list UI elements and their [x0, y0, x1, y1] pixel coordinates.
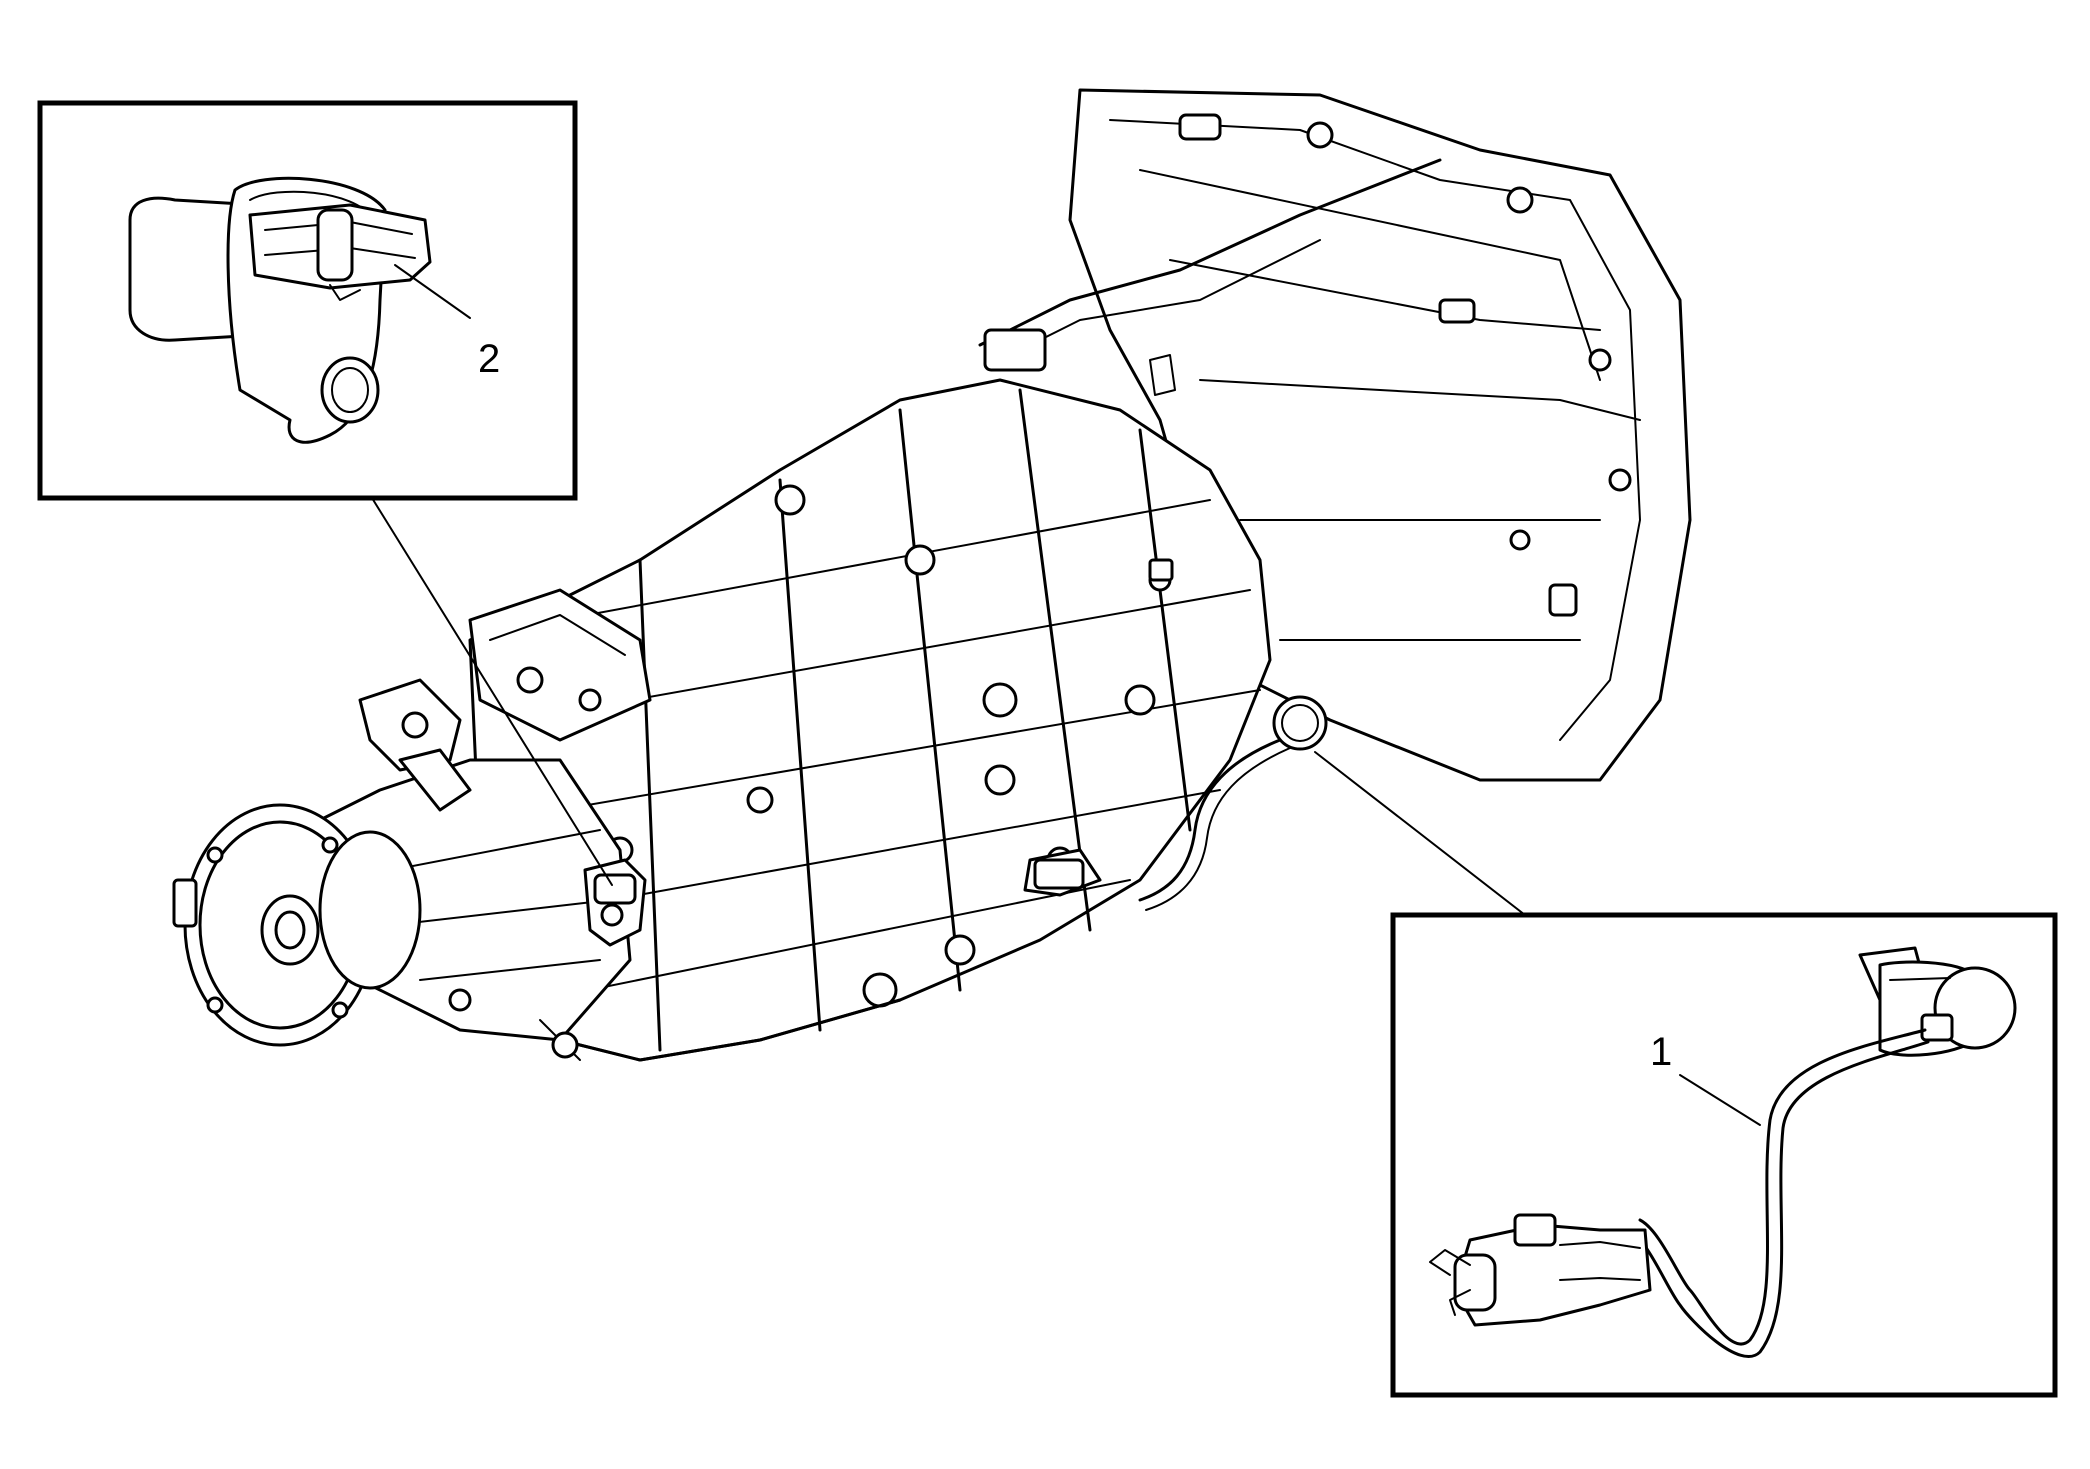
inset-frame-1	[1390, 912, 2058, 1398]
inset-sensor-2: 2	[37, 100, 613, 886]
leader-1	[1679, 1074, 1761, 1126]
sensor-2-detail	[128, 176, 432, 444]
inset-1-pointer	[1314, 751, 1526, 916]
sensor-1-detail	[1429, 946, 2017, 1358]
inset-sensor-1: 1	[1314, 751, 2058, 1398]
callout-label-2: 2	[478, 337, 500, 381]
sensor-2-installed	[583, 858, 647, 947]
sensor-1-installed	[1023, 558, 1328, 911]
inset-frame-2	[37, 100, 578, 501]
inset-2-pointer	[371, 497, 613, 886]
callout-label-1: 1	[1650, 1030, 1672, 1074]
transmission-assembly	[172, 88, 1692, 1062]
leader-2	[394, 264, 471, 319]
